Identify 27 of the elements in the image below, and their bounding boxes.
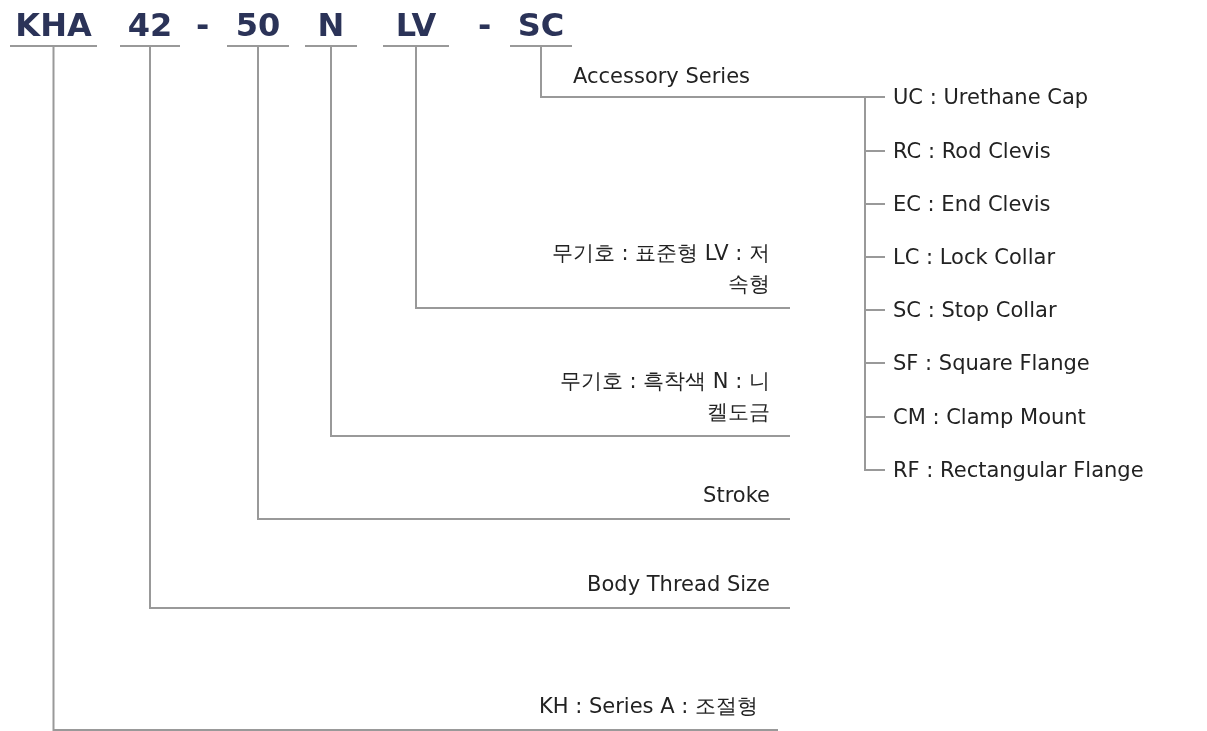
leader-line — [257, 46, 791, 520]
description-text: Body Thread Size — [500, 540, 790, 608]
option-text: CM : Clamp Mount — [885, 403, 1086, 431]
code-segment: 50 — [227, 5, 289, 47]
option-text: SF : Square Flange — [885, 349, 1090, 377]
leader-line — [330, 46, 791, 437]
option-text: SC : Stop Collar — [885, 296, 1057, 324]
code-segment: LV — [383, 5, 449, 47]
code-segment: SC — [510, 5, 572, 47]
code-segment: 42 — [120, 5, 180, 47]
option-text: RF : Rectangular Flange — [885, 456, 1144, 484]
option-text: RC : Rod Clevis — [885, 137, 1051, 165]
code-segment: N — [305, 5, 357, 47]
separator-dash: - — [478, 5, 492, 45]
leader-line — [415, 46, 791, 309]
description-text: 무기호 : 흑착색 N : 니켈도금 — [540, 345, 790, 436]
description-text: Stroke — [540, 455, 790, 519]
leader-line — [149, 46, 791, 609]
leader-line — [52, 46, 779, 731]
description-text: 무기호 : 표준형 LV : 저속형 — [540, 218, 790, 308]
option-text: UC : Urethane Cap — [885, 83, 1089, 111]
option-text: LC : Lock Collar — [885, 243, 1056, 271]
option-text: EC : End Clevis — [885, 190, 1051, 218]
heading-text: Accessory Series — [572, 63, 751, 90]
code-segment: KHA — [10, 5, 97, 47]
description-text: KH : Series A : 조절형 — [500, 630, 778, 730]
separator-dash: - — [196, 5, 210, 45]
